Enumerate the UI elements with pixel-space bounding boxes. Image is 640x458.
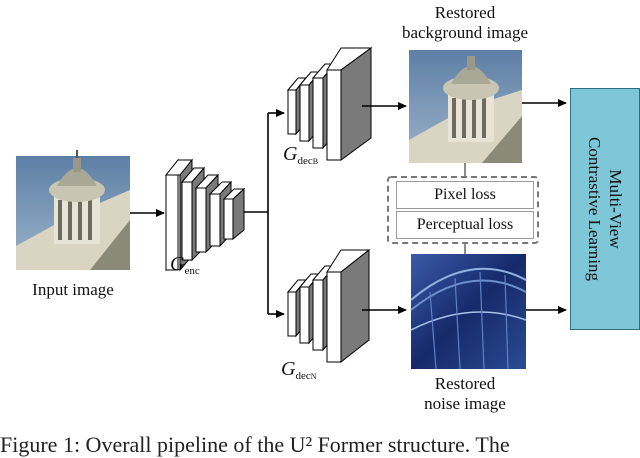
- decoder-n-blocks: [286, 248, 371, 364]
- decoder-n-label-subsub: N: [310, 372, 317, 381]
- encoder-label: Genc: [170, 254, 200, 281]
- contrastive-learning-text: Multi-View Contrastive Learning: [584, 94, 626, 324]
- pixel-loss-label: Pixel loss: [434, 186, 496, 203]
- figure-caption: Figure 1: Overall pipeline of the U² For…: [0, 432, 510, 457]
- encoder-blocks: [164, 158, 246, 272]
- perceptual-loss-box: Perceptual loss: [396, 211, 534, 239]
- decoder-n-label-sub: dec: [295, 370, 311, 382]
- restored-noise-image: [410, 254, 527, 370]
- decoder-b-label-main: G: [283, 143, 298, 165]
- decoder-n-label-main: G: [281, 358, 296, 380]
- contrastive-line1: Multi-View: [606, 169, 625, 249]
- decoder-n-label: GdecN: [281, 359, 317, 387]
- restored-noise-line1: Restored: [434, 374, 496, 393]
- decoder-b-label-sub: dec: [297, 155, 313, 167]
- perceptual-loss-label: Perceptual loss: [416, 216, 514, 233]
- contrastive-line2: Contrastive Learning: [585, 137, 604, 281]
- input-image: [16, 150, 130, 270]
- fork-connector: [244, 109, 285, 318]
- encoder-label-main: G: [170, 253, 185, 275]
- encoder-label-sub: enc: [184, 265, 200, 277]
- restored-noise-line2: noise image: [424, 394, 506, 413]
- decoder-b-blocks: [286, 47, 373, 161]
- restored-background-image: [409, 50, 522, 163]
- decoder-b-label-subsub: B: [312, 157, 319, 166]
- contrastive-learning-box: Multi-View Contrastive Learning: [570, 88, 640, 330]
- restored-background-line1: Restored: [434, 3, 496, 22]
- decoder-b-label: GdecB: [283, 144, 318, 172]
- loss-group-border: [387, 176, 539, 244]
- restored-background-title: Restored background image: [380, 3, 550, 43]
- pixel-loss-box: Pixel loss: [396, 181, 534, 209]
- input-image-label: Input image: [32, 280, 114, 299]
- restored-noise-title: Restored noise image: [390, 374, 540, 414]
- restored-background-line2: background image: [401, 23, 529, 42]
